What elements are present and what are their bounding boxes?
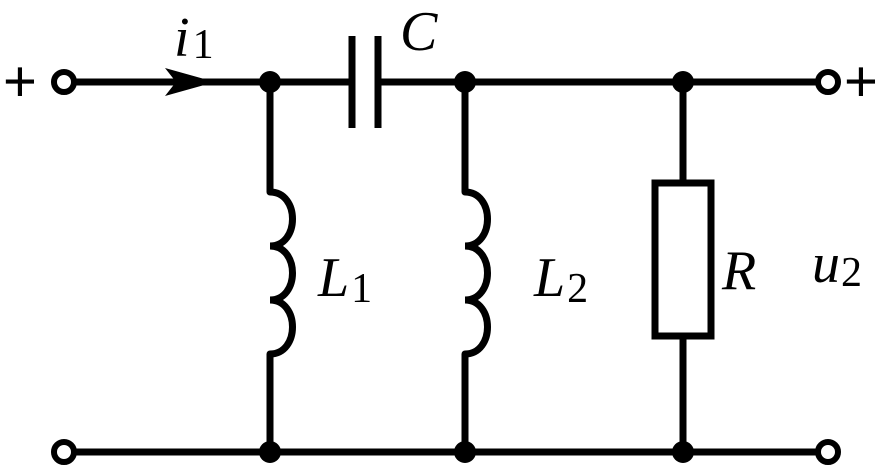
junction-dot (672, 441, 694, 463)
terminal-top-right (815, 69, 841, 95)
inductor-l2 (464, 188, 491, 358)
inductor-l1 (269, 188, 296, 358)
terminal-top-left (51, 69, 77, 95)
label-c: C (400, 1, 438, 63)
label-l2: L2 (533, 247, 588, 312)
junction-dot (454, 441, 476, 463)
label-l1: L1 (317, 247, 372, 312)
junction-dot (672, 71, 694, 93)
terminal-bottom-right (815, 439, 841, 465)
label-u2: u2 (812, 233, 862, 296)
left-plus-sign: + (3, 49, 37, 114)
junction-dot (259, 441, 281, 463)
resistor-r (651, 179, 715, 340)
current-arrow-icon (165, 68, 215, 96)
right-plus-sign: + (844, 49, 878, 114)
terminal-bottom-left (51, 439, 77, 465)
label-i1: i1 (174, 7, 214, 69)
junction-dot (454, 71, 476, 93)
junction-dot (259, 71, 281, 93)
label-r: R (721, 240, 756, 302)
